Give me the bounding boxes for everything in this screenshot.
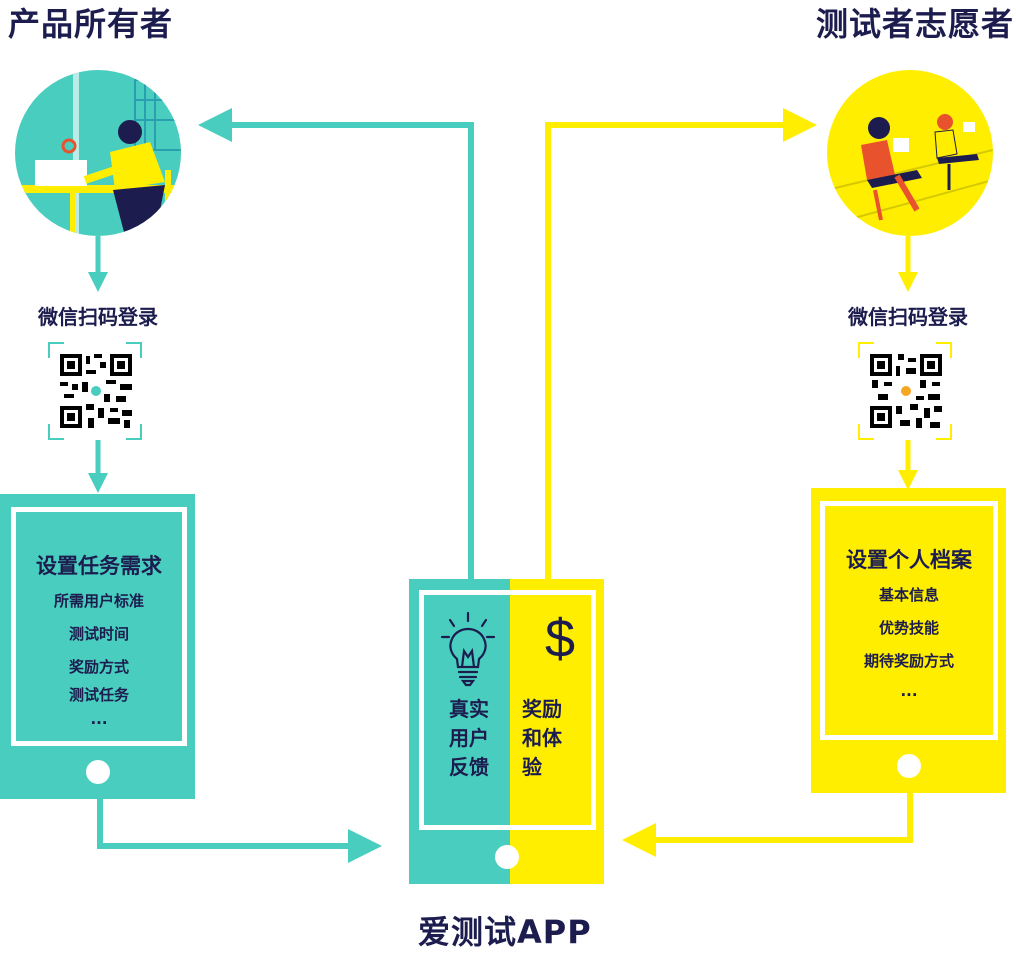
tester-panel-item: 期待奖励方式 bbox=[863, 652, 954, 670]
app-left-text-line: 用户 bbox=[449, 726, 489, 750]
lightbulb-icon bbox=[440, 611, 496, 687]
owner-panel-item: 所需用户标准 bbox=[53, 592, 144, 610]
app-right-text-line: 验 bbox=[522, 755, 542, 779]
owner-panel-item: 测试任务 bbox=[68, 686, 129, 704]
owner-login-label: 微信扫码登录 bbox=[38, 305, 158, 329]
owner-panel-item: ... bbox=[90, 710, 108, 728]
app-left-text: 真实 用户 反馈 bbox=[444, 695, 494, 782]
app-phone: $ 真实 用户 反馈 奖励 和体 验 bbox=[409, 579, 604, 884]
dollar-icon: $ bbox=[544, 609, 576, 669]
app-to-tester-line bbox=[545, 122, 785, 580]
qr-corner bbox=[936, 424, 952, 440]
owner-avatar-to-login-arrowhead bbox=[88, 272, 108, 292]
owner-phone-to-app-line bbox=[97, 798, 350, 849]
app-right-text-line: 奖励 bbox=[522, 697, 562, 721]
owner-phone: 设置任务需求 所需用户标准 测试时间 奖励方式 测试任务 ... bbox=[0, 494, 195, 799]
app-to-owner-line bbox=[230, 122, 474, 580]
tester-volunteer-heading: 测试者志愿者 bbox=[815, 5, 1014, 43]
tester-login-label: 微信扫码登录 bbox=[848, 305, 968, 329]
app-phone-home-button[interactable] bbox=[495, 845, 519, 869]
tester-phone: 设置个人档案 基本信息 优势技能 期待奖励方式 ... bbox=[811, 488, 1006, 793]
app-to-tester-arrowhead bbox=[783, 108, 817, 142]
tester-phone-to-app-line bbox=[655, 792, 913, 843]
owner-panel-title: 设置任务需求 bbox=[36, 554, 162, 578]
app-phone-screen: $ 真实 用户 反馈 奖励 和体 验 bbox=[419, 590, 596, 830]
tester-panel-item: ... bbox=[900, 682, 918, 700]
tester-panel-item: 基本信息 bbox=[878, 586, 939, 604]
qr-corner bbox=[858, 342, 874, 358]
qr-corner bbox=[936, 342, 952, 358]
qr-corner bbox=[48, 424, 64, 440]
app-left-text-line: 真实 bbox=[449, 697, 489, 721]
tester-phone-home-button[interactable] bbox=[897, 754, 921, 778]
tester-phone-to-app-arrowhead bbox=[622, 823, 656, 857]
app-right-text-line: 和体 bbox=[522, 726, 562, 750]
owner-panel-item: 测试时间 bbox=[68, 625, 129, 643]
owner-qr-to-phone-arrowhead bbox=[88, 473, 108, 493]
qr-corner bbox=[858, 424, 874, 440]
tester-qr-to-phone-arrowhead bbox=[898, 470, 918, 490]
tester-panel-title: 设置个人档案 bbox=[846, 548, 972, 572]
tester-phone-screen: 设置个人档案 基本信息 优势技能 期待奖励方式 ... bbox=[820, 501, 998, 740]
owner-panel-item: 奖励方式 bbox=[68, 658, 129, 676]
qr-pattern bbox=[870, 354, 942, 428]
tester-qr-code[interactable] bbox=[858, 342, 952, 440]
app-left-text-line: 反馈 bbox=[449, 755, 489, 779]
tester-avatar-to-login-arrowhead bbox=[898, 272, 918, 292]
owner-qr-code[interactable] bbox=[48, 342, 142, 440]
tester-volunteer-avatar bbox=[827, 70, 993, 236]
owner-phone-screen: 设置任务需求 所需用户标准 测试时间 奖励方式 测试任务 ... bbox=[11, 507, 187, 746]
app-name-heading: 爱测试APP bbox=[418, 913, 592, 951]
qr-pattern bbox=[60, 354, 132, 428]
product-owner-avatar bbox=[15, 70, 181, 236]
qr-corner bbox=[48, 342, 64, 358]
app-to-owner-arrowhead bbox=[198, 108, 232, 142]
product-owner-heading: 产品所有者 bbox=[8, 5, 174, 43]
app-right-text: 奖励 和体 验 bbox=[522, 695, 572, 782]
tester-panel-item: 优势技能 bbox=[878, 619, 939, 637]
owner-phone-to-app-arrowhead bbox=[348, 829, 382, 863]
qr-corner bbox=[126, 424, 142, 440]
owner-phone-home-button[interactable] bbox=[86, 760, 110, 784]
qr-corner bbox=[126, 342, 142, 358]
